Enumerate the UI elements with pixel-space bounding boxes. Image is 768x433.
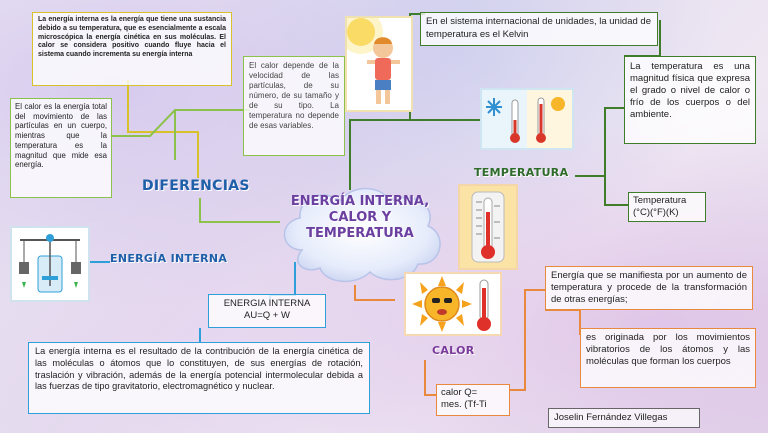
calor-origen-box: es originada por los movimientos vibrato… xyxy=(580,328,756,388)
temperatura-definicion-text: La temperatura es una magnitud física qu… xyxy=(630,61,750,120)
center-title-line1: ENERGÍA INTERNA, xyxy=(290,194,430,209)
thermometer-icon xyxy=(458,184,518,270)
energia-interna-definicion-box: La energía interna es el resultado de la… xyxy=(28,342,370,414)
calor-definicion-text: Energía que se manifiesta por un aumento… xyxy=(551,270,747,306)
label-calor: CALOR xyxy=(432,344,475,357)
diferencias-temperatura-box: El calor depende de la velocidad de las … xyxy=(243,56,345,156)
connector-orange-center xyxy=(354,285,395,301)
temperatura-si-text: En el sistema internacional de unidades,… xyxy=(426,16,651,40)
temperatura-unidades-box: Temperatura (°C)(°F)(K) xyxy=(628,192,706,222)
label-temperatura: TEMPERATURA xyxy=(474,166,569,179)
author-box: Joselin Fernández Villegas xyxy=(548,408,700,428)
label-energia-interna: ENERGÍA INTERNA xyxy=(110,252,228,265)
temperatura-definicion-box: La temperatura es una magnitud física qu… xyxy=(624,56,756,144)
temperatura-unidades-line1: Temperatura xyxy=(633,195,687,206)
diferencias-calor-text: El calor es la energía total del movimie… xyxy=(15,102,107,170)
calor-formula-box: calor Q= mes. (Tf-Ti xyxy=(436,384,510,416)
energia-interna-formula-line2: AU=Q + W xyxy=(244,310,290,322)
diferencias-temperatura-text: El calor depende de la velocidad de las … xyxy=(249,61,339,130)
center-title: ENERGÍA INTERNA, CALOR Y TEMPERATURA xyxy=(272,194,448,242)
calor-formula-line2: mes. (Tf-Ti xyxy=(441,399,487,411)
sun-thermometer-icon xyxy=(404,272,502,336)
connector-yellow xyxy=(127,80,199,178)
center-title-line2: CALOR Y xyxy=(328,209,392,225)
temperatura-unidades-line2: (°C)(°F)(K) xyxy=(633,207,679,219)
connector-orange-calor xyxy=(424,360,436,396)
connector-lgreen-left xyxy=(110,109,250,137)
connector-orange-origen xyxy=(545,309,581,335)
author-name: Joselin Fernández Villegas xyxy=(554,412,668,423)
cold-hot-thermometer-icon xyxy=(480,88,574,150)
center-title-line3: TEMPERATURA xyxy=(306,225,414,241)
child-hot-sun-icon xyxy=(345,16,413,112)
diferencias-interna-box: La energía interna es la energía que tie… xyxy=(32,12,232,86)
temperatura-si-box: En el sistema internacional de unidades,… xyxy=(420,12,658,46)
calor-definicion-box: Energía que se manifiesta por un aumento… xyxy=(545,266,753,310)
energia-interna-formula-line1: ENERGIA INTERNA xyxy=(223,298,311,309)
joule-apparatus-icon xyxy=(10,226,90,302)
calor-formula-line1: calor Q= xyxy=(441,387,478,398)
connector-dgreen-def xyxy=(604,107,624,176)
connector-orange-right xyxy=(510,289,545,391)
connector-lgreen-diff xyxy=(199,198,280,223)
label-diferencias: DIFERENCIAS xyxy=(142,178,250,194)
connector-dgreen-units xyxy=(575,175,628,206)
center-cloud xyxy=(283,187,441,283)
energia-interna-formula-box: ENERGIA INTERNA AU=Q + W xyxy=(208,294,326,328)
diferencias-calor-box: El calor es la energía total del movimie… xyxy=(10,98,112,198)
energia-interna-definicion-text: La energía interna es el resultado de la… xyxy=(35,346,363,392)
diferencias-interna-text: La energía interna es la energía que tie… xyxy=(38,16,226,58)
calor-origen-text: es originada por los movimientos vibrato… xyxy=(586,332,750,368)
